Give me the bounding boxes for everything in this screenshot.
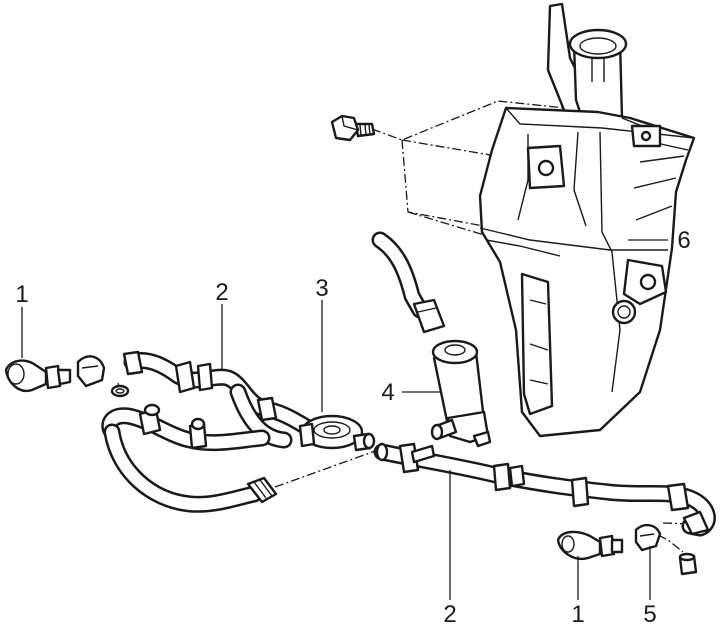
- callout-labels: 1 2 3 4 6 2 1 5: [15, 227, 690, 628]
- hose-assembly-lower: [373, 442, 716, 537]
- washer-pump: [430, 339, 492, 448]
- callout-washer-pump: 4: [381, 379, 394, 406]
- washer-nozzle-right: [556, 530, 624, 561]
- callout-hose-lower: 2: [443, 601, 456, 628]
- hose-assembly-upper: [101, 350, 317, 513]
- mounting-bolt: [330, 114, 376, 142]
- callout-washer-nozzle-right: 1: [571, 601, 584, 628]
- pump-wiring-harness: [371, 231, 446, 334]
- callout-reservoir: 6: [677, 227, 690, 254]
- callout-hose-upper: 2: [215, 279, 228, 306]
- washer-reservoir: [478, 2, 696, 438]
- callout-leaders: [21, 239, 668, 600]
- washer-nozzle-left: [4, 355, 130, 398]
- nozzle-clip: [634, 523, 662, 552]
- hose-end-cap: [678, 552, 698, 576]
- callout-washer-nozzle-left: 1: [15, 281, 28, 308]
- check-valve: [298, 414, 376, 452]
- callout-clip: 5: [643, 601, 656, 628]
- callout-check-valve: 3: [315, 275, 328, 302]
